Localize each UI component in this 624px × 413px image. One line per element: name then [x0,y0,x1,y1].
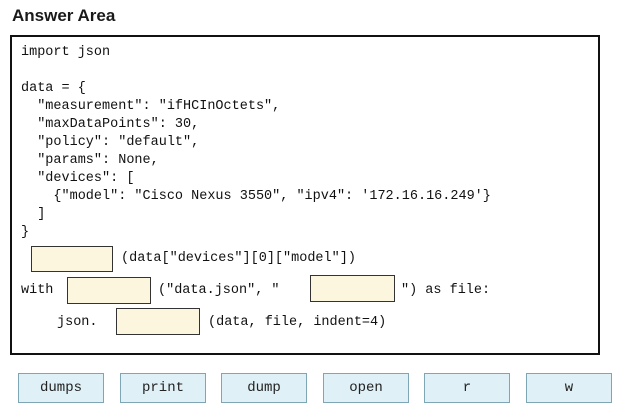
code-line-devices: "devices": [ [21,171,135,186]
code-line-policy: "policy": "default", [21,135,200,150]
drop-slot-print[interactable] [31,246,113,272]
choice-print[interactable]: print [120,373,206,403]
code-line-devices-close: ] [21,207,46,222]
code-line-data-close: } [21,225,30,240]
choice-open[interactable]: open [323,373,409,403]
code-json-prefix: json. [57,315,98,330]
choice-r[interactable]: r [424,373,510,403]
choice-dump[interactable]: dump [221,373,307,403]
code-line-measurement: "measurement": "ifHCInOctets", [21,99,281,114]
choice-dumps[interactable]: dumps [18,373,104,403]
code-line-params: "params": None, [21,153,159,168]
code-with-filename: ("data.json", " [158,283,280,298]
drop-slot-mode[interactable] [310,275,395,302]
code-with-keyword: with [21,283,54,298]
drop-slot-json-method[interactable] [116,308,200,335]
answer-area-title: Answer Area [12,6,116,25]
choice-w[interactable]: w [526,373,612,403]
code-line-device-item: {"model": "Cisco Nexus 3550", "ipv4": '1… [21,189,491,204]
code-json-args: (data, file, indent=4) [208,315,387,330]
drop-slot-open[interactable] [67,277,151,304]
code-line-print-args: (data["devices"][0]["model"]) [121,251,356,266]
code-line-maxdatapoints: "maxDataPoints": 30, [21,117,200,132]
code-with-as-file: ") as file: [401,283,491,298]
code-line-data-open: data = { [21,81,86,96]
code-line-import: import json [21,45,111,60]
